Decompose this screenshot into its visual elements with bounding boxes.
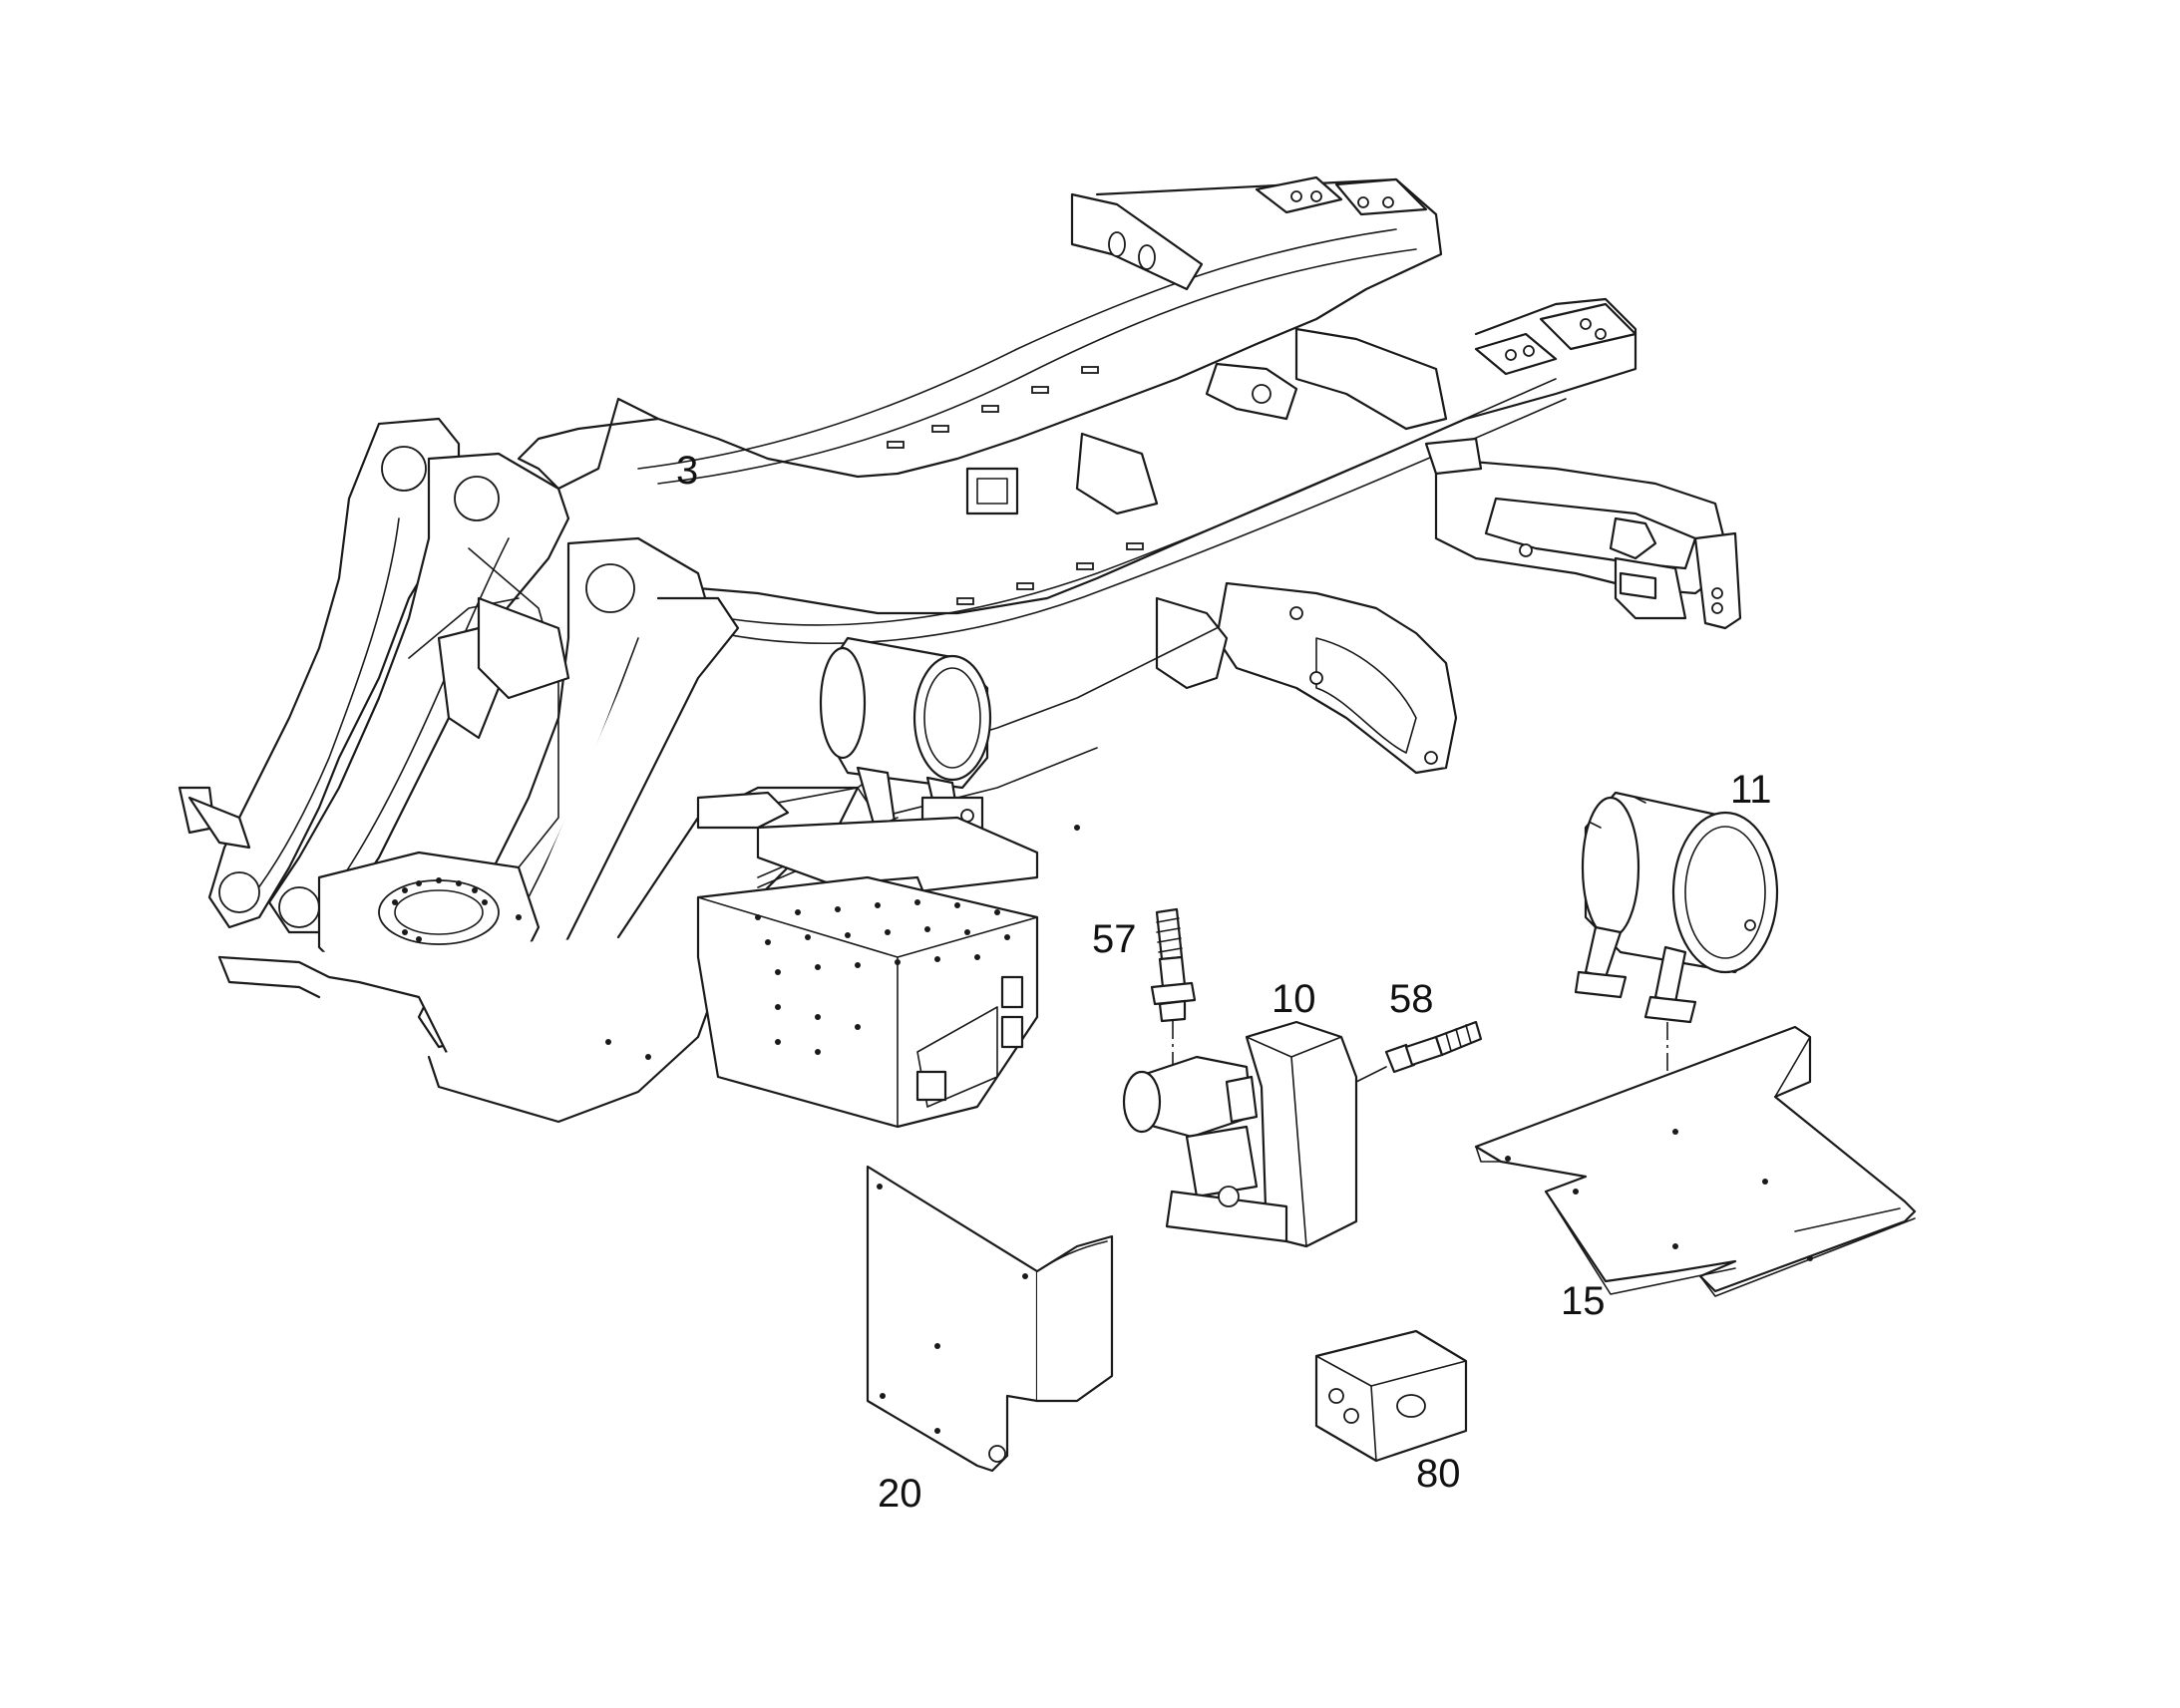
frame-left-tower bbox=[207, 417, 461, 929]
callout-15: 15 bbox=[1561, 1279, 1606, 1323]
frame-upper-rail bbox=[517, 175, 1443, 491]
frame-side-member bbox=[1155, 581, 1458, 775]
frame-cross-member bbox=[965, 327, 1448, 515]
part-10-valve-unit bbox=[1122, 1020, 1387, 1248]
part-20-bracket-plate bbox=[866, 1165, 1114, 1473]
part-11-air-tank bbox=[1574, 791, 1779, 1251]
callout-10: 10 bbox=[1272, 977, 1316, 1021]
callout-80: 80 bbox=[1416, 1452, 1461, 1496]
callout-57: 57 bbox=[1092, 917, 1137, 961]
part-15-mounting-plate bbox=[1474, 1025, 1917, 1297]
frame-base-plate bbox=[217, 627, 1218, 1124]
part-58-connector bbox=[1384, 1020, 1483, 1074]
vehicle-frame-assembly bbox=[178, 175, 1742, 1129]
part-57-fitting bbox=[1150, 907, 1197, 1067]
callout-58: 58 bbox=[1389, 977, 1434, 1021]
frame-box-holes bbox=[755, 899, 1010, 1055]
callout-20: 20 bbox=[878, 1472, 922, 1516]
frame-rear-cross-frame bbox=[1424, 437, 1742, 630]
frame-battery-box bbox=[696, 875, 1039, 1129]
part-80-control-box bbox=[1314, 1329, 1468, 1463]
callout-3: 3 bbox=[676, 449, 699, 493]
callout-11: 11 bbox=[1730, 768, 1772, 812]
